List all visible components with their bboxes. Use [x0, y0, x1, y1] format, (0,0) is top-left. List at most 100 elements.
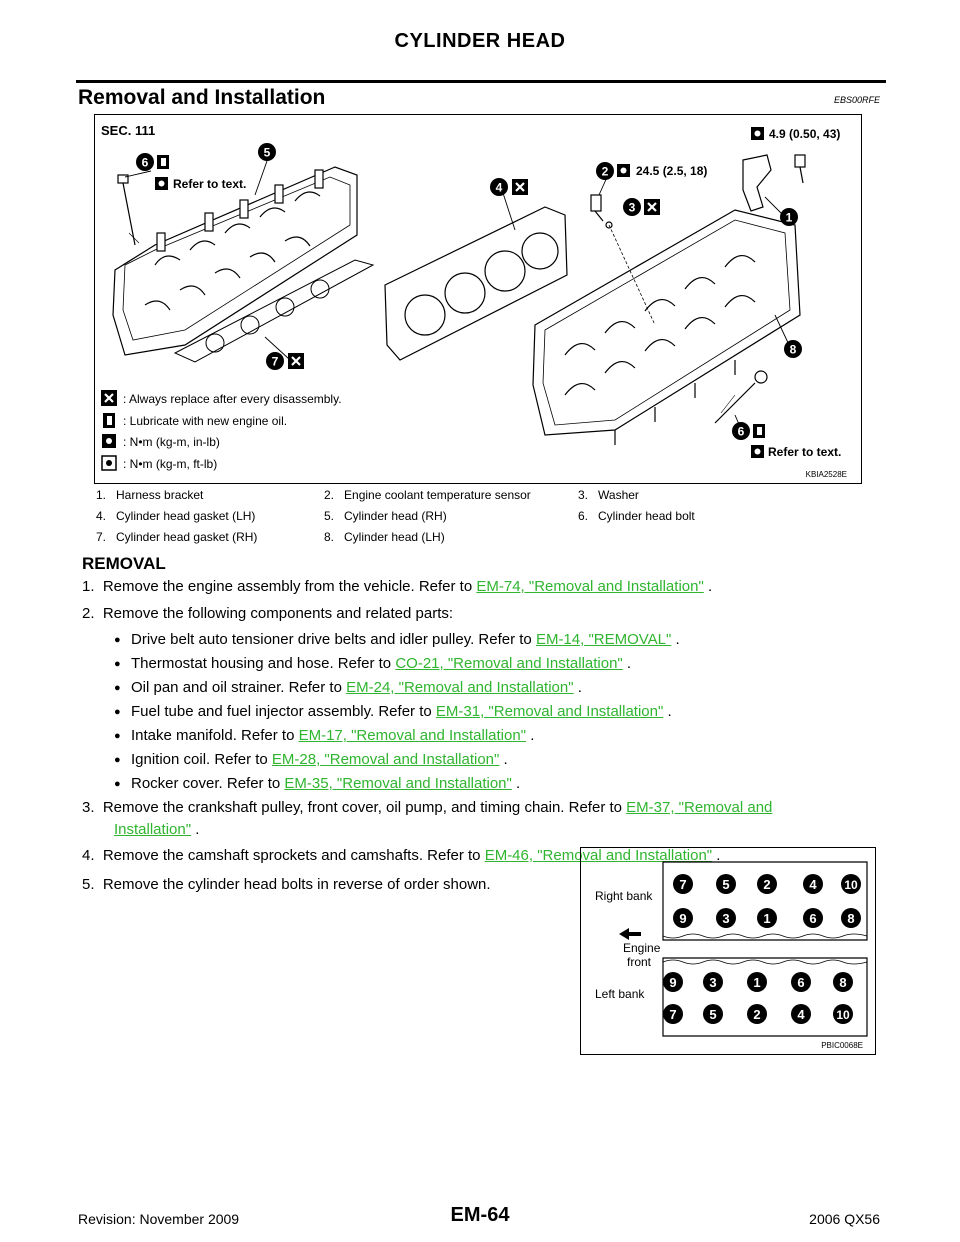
- svg-text:7: 7: [272, 355, 279, 369]
- legend-lubricate-icon: [103, 413, 115, 428]
- step-tail: .: [703, 578, 713, 595]
- callout-8: 8: [784, 340, 802, 358]
- arrow-left-icon: [619, 928, 641, 940]
- link-em-74[interactable]: EM-74, "Removal and Installation": [476, 578, 704, 595]
- link-em-31[interactable]: EM-31, "Removal and Installation": [435, 703, 664, 720]
- bolt-number: 10: [844, 878, 858, 892]
- svg-text:1: 1: [786, 211, 793, 225]
- harness-bracket-drawing: [742, 154, 806, 212]
- step-text: 3. Remove the crankshaft pulley, front c…: [82, 799, 627, 816]
- replace-x-icon: [644, 199, 660, 215]
- step-tail: .: [191, 821, 200, 838]
- bolt-number: 3: [709, 975, 716, 990]
- bullet-tail: .: [671, 631, 680, 648]
- bullet-tail: .: [663, 703, 672, 720]
- callout-2: 2: [596, 162, 614, 180]
- link-em-37-continued[interactable]: Installation": [114, 821, 192, 838]
- step-3-continued: Installation" .: [114, 819, 814, 841]
- callout-6-top: 6: [136, 153, 154, 171]
- step-1: 1. Remove the engine assembly from the v…: [82, 576, 878, 598]
- cylinder-head-lh-drawing: [532, 209, 801, 445]
- bullet-tail: .: [573, 679, 582, 696]
- removal-heading: REMOVAL: [82, 554, 166, 573]
- bolt-number: 5: [722, 877, 729, 892]
- legend-item: : N•m (kg-m, ft-lb): [123, 457, 217, 471]
- step-2: 2. Remove the following components and r…: [82, 603, 878, 625]
- link-em-14[interactable]: EM-14, "REMOVAL": [535, 631, 672, 648]
- step-text: 5. Remove the cylinder head bolts in rev…: [82, 876, 491, 893]
- cylinder-head-gasket-lh-drawing: [384, 206, 568, 361]
- link-em-37[interactable]: EM-37, "Removal and: [626, 799, 773, 816]
- bullet-icon: ●: [114, 682, 121, 694]
- bolt-order-figure: Right bank Engine front Left bank 7 5 2 …: [580, 847, 876, 1055]
- bolt-number: 6: [809, 911, 816, 926]
- bullet-icon: ●: [114, 634, 121, 646]
- step-5: 5. Remove the cylinder head bolts in rev…: [82, 874, 878, 896]
- sensor-torque-label: 24.5 (2.5, 18): [636, 164, 707, 178]
- torque-wrench-icon: [617, 164, 630, 177]
- page-header-title: CYLINDER HEAD: [394, 30, 566, 52]
- link-em-35[interactable]: EM-35, "Removal and Installation": [284, 775, 512, 792]
- bullet-item: ● Drive belt auto tensioner drive belts a…: [114, 629, 864, 651]
- svg-text:6: 6: [142, 156, 149, 170]
- coolant-temperature-sensor-drawing: [590, 194, 656, 326]
- link-co-21[interactable]: CO-21, "Removal and Installation": [395, 655, 623, 672]
- section-title: Removal and Installation: [78, 86, 326, 109]
- bullet-icon: ●: [114, 754, 121, 766]
- svg-text:6: 6: [738, 425, 745, 439]
- footer-revision: Revision: November 2009: [78, 1211, 240, 1227]
- torque-wrench-icon: [751, 127, 764, 140]
- bullet-item: ● Intake manifold. Refer to EM-17, "Remov…: [114, 725, 864, 747]
- step-4: 4. Remove the camshaft sprockets and cam…: [82, 845, 878, 867]
- bullet-item: ●Oil pan and oil strainer. Refer to EM-2…: [114, 677, 864, 699]
- bolt-number: 2: [763, 877, 770, 892]
- table-cell: 8. Cylinder head (LH): [324, 530, 445, 544]
- parts-legend-table: 1. Harness bracket 2. Engine coolant tem…: [96, 486, 866, 549]
- lubricate-icon: [753, 424, 765, 438]
- legend-item: : Always replace after every disassembly…: [123, 392, 342, 406]
- exploded-view-drawing: SEC. 111: [101, 123, 847, 479]
- svg-text:4: 4: [496, 181, 503, 195]
- bullet-icon: ●: [114, 730, 121, 742]
- link-em-24[interactable]: EM-24, "Removal and Installation": [346, 679, 574, 696]
- bullet-tail: .: [622, 655, 632, 672]
- bracket-torque-label: 4.9 (0.50, 43): [769, 127, 840, 141]
- table-cell: 1. Harness bracket: [96, 488, 204, 502]
- bolt-number: 4: [809, 877, 817, 892]
- bullet-text: Ignition coil. Refer to: [131, 751, 272, 768]
- bullet-text: Thermostat housing and hose. Refer to: [131, 655, 396, 672]
- link-em-28[interactable]: EM-28, "Removal and Installation": [271, 751, 500, 768]
- bolt-number: 3: [722, 911, 729, 926]
- bullet-text: Intake manifold. Refer to: [131, 727, 299, 744]
- bolt-order-row-1: 7 5 2 4 10: [673, 874, 861, 894]
- figure-code: PBIC0068E: [821, 1041, 863, 1050]
- leader-lines: [124, 160, 791, 430]
- bullet-text: Rocker cover. Refer to: [131, 775, 285, 792]
- bullet-item: ●Rocker cover. Refer to EM-35, "Removal …: [114, 773, 864, 795]
- bullet-icon: ●: [114, 658, 121, 670]
- link-em-17[interactable]: EM-17, "Removal and Installation": [298, 727, 527, 744]
- svg-text:3: 3: [629, 201, 636, 215]
- refer-to-text-label: Refer to text.: [173, 177, 246, 191]
- bolt-number: 8: [847, 911, 854, 926]
- table-cell: 5. Cylinder head (RH): [324, 509, 447, 523]
- bullet-item: ●Fuel tube and fuel injector assembly. R…: [114, 701, 864, 723]
- bullet-tail: .: [511, 775, 521, 792]
- link-em-46[interactable]: EM-46, "Removal and Installation": [484, 847, 713, 864]
- step-text: 1. Remove the engine assembly from the v…: [82, 578, 477, 595]
- bolt-number: 1: [753, 975, 760, 990]
- bullet-text: Fuel tube and fuel injector assembly. Re…: [131, 703, 436, 720]
- bolt-number: 1: [763, 911, 770, 926]
- cylinder-head-rh-drawing: [112, 166, 358, 356]
- callout-5: 5: [258, 143, 276, 161]
- left-bank-label: Left bank: [595, 987, 645, 1001]
- callout-3: 3: [623, 198, 641, 216]
- replace-x-icon: [288, 353, 304, 369]
- table-cell: 2. Engine coolant temperature sensor: [324, 488, 531, 502]
- bullet-text: Drive belt auto tensioner drive belts an…: [131, 631, 536, 648]
- bolt-number: 7: [679, 877, 686, 892]
- bolt-number: 10: [836, 1008, 850, 1022]
- sec-label: SEC. 111: [101, 123, 155, 138]
- refer-to-text-label: Refer to text.: [768, 445, 841, 459]
- engine-label: Engine: [623, 941, 661, 955]
